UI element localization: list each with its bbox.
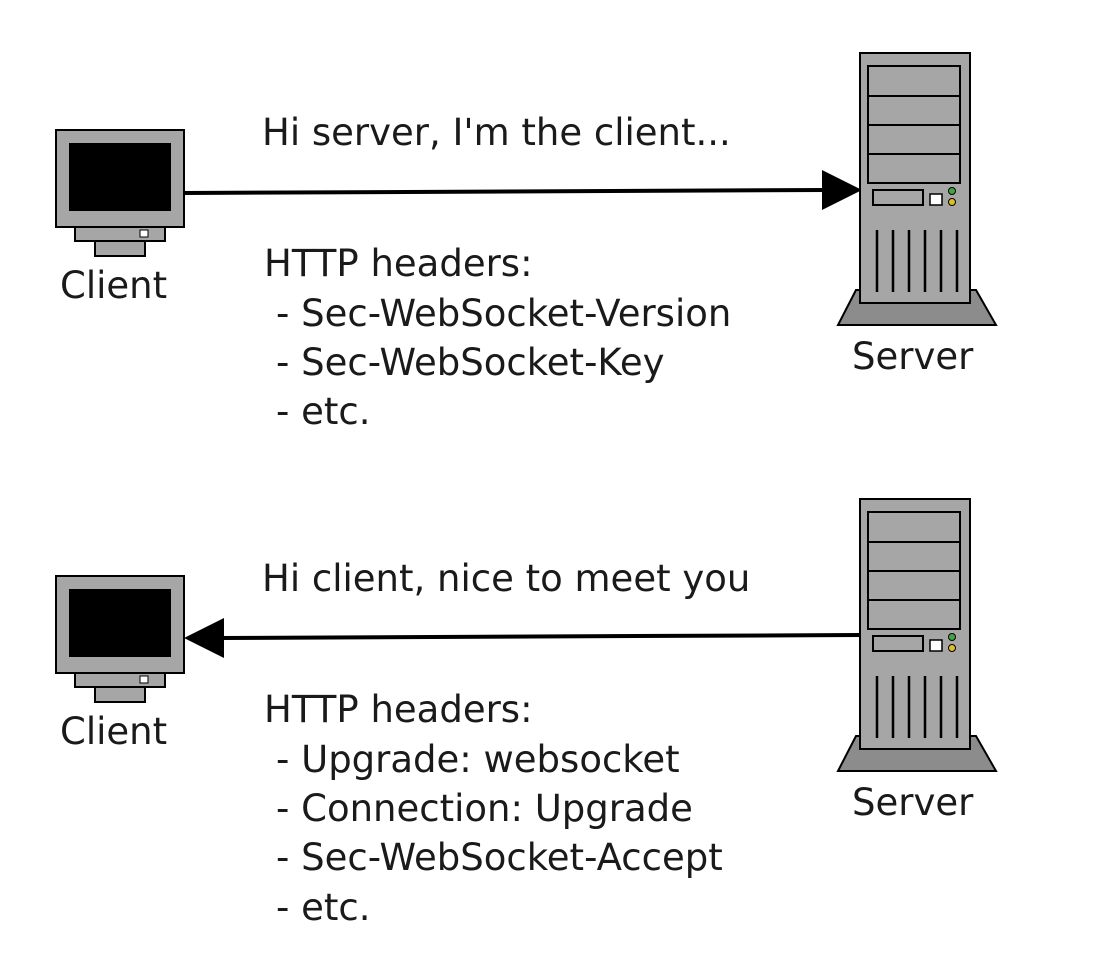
response-header-item: - Connection: Upgrade bbox=[276, 787, 693, 830]
client-label: Client bbox=[60, 264, 167, 307]
server-tower-icon bbox=[836, 52, 998, 326]
response-arrow bbox=[184, 618, 861, 658]
client-monitor-icon bbox=[55, 129, 185, 257]
server-label: Server bbox=[852, 335, 974, 378]
exchange-request: Client Hi server, I'm the client... HTTP… bbox=[55, 52, 998, 433]
response-header-item: - Sec-WebSocket-Accept bbox=[276, 836, 723, 879]
response-header-item: - Upgrade: websocket bbox=[276, 738, 680, 781]
response-message: Hi client, nice to meet you bbox=[262, 557, 750, 600]
request-header-item: - etc. bbox=[276, 390, 371, 433]
request-headers-title: HTTP headers: bbox=[264, 242, 533, 285]
response-header-item: - etc. bbox=[276, 886, 371, 929]
client-label: Client bbox=[60, 710, 167, 753]
request-message: Hi server, I'm the client... bbox=[262, 111, 731, 154]
exchange-response: Client Hi client, nice to meet you HTTP … bbox=[55, 498, 998, 929]
server-tower-icon bbox=[836, 498, 998, 772]
client-monitor-icon bbox=[55, 575, 185, 703]
request-header-item: - Sec-WebSocket-Key bbox=[276, 341, 665, 384]
request-arrow bbox=[183, 170, 862, 210]
server-label: Server bbox=[852, 781, 974, 824]
response-headers-title: HTTP headers: bbox=[264, 688, 533, 731]
request-header-item: - Sec-WebSocket-Version bbox=[276, 292, 731, 335]
